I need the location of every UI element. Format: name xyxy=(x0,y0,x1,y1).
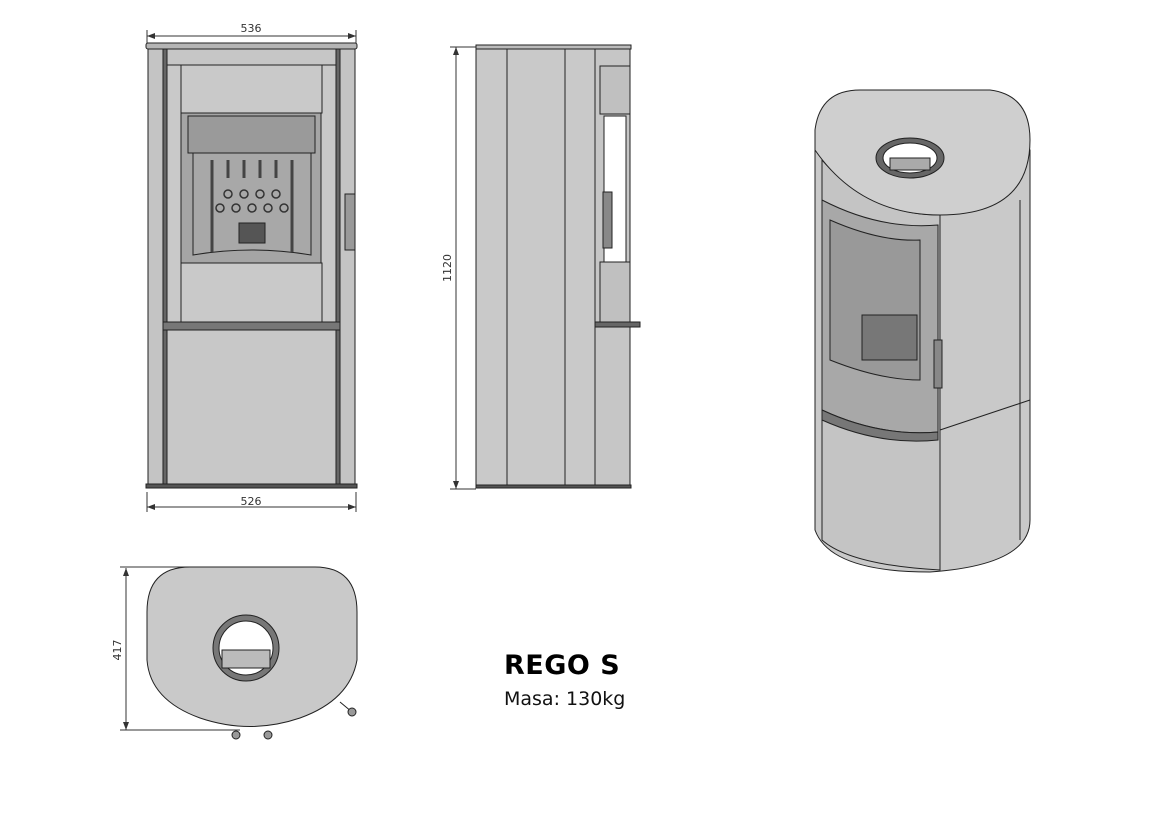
dimension-top-width: 536 xyxy=(241,22,262,35)
dimension-bottom-width: 526 xyxy=(241,495,262,508)
top-view xyxy=(120,566,358,740)
door-handle xyxy=(344,193,356,251)
front-view xyxy=(145,30,358,512)
side-view xyxy=(450,44,641,490)
dimension-depth: 417 xyxy=(111,640,124,661)
product-name: REGO S xyxy=(504,650,621,681)
dimension-height: 1120 xyxy=(441,254,454,282)
flame-logo xyxy=(238,222,266,244)
isometric-view xyxy=(814,89,1031,573)
product-mass: Masa: 130kg xyxy=(504,688,626,710)
